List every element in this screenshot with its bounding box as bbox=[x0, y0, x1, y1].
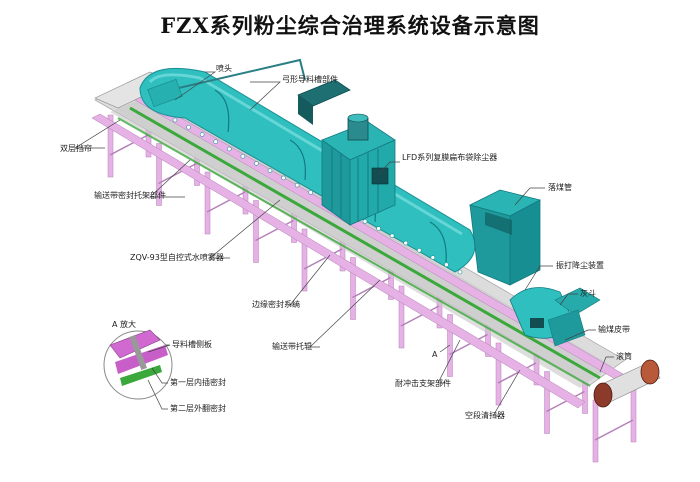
support-leg bbox=[592, 399, 599, 463]
diagram-title: FZX系列粉尘综合治理系统设备示意图 bbox=[160, 13, 540, 38]
clamp-bolt bbox=[457, 269, 463, 275]
label-water-sprayer: ZQV-93型自控式水喷雾器 bbox=[130, 252, 224, 262]
clamp-bolt bbox=[267, 168, 273, 173]
detail-label-chute-plate: 导料槽侧板 bbox=[172, 339, 212, 349]
support-leg bbox=[301, 228, 308, 292]
support-leg bbox=[350, 257, 356, 320]
leg-crossbar bbox=[400, 305, 440, 327]
clamp-bolt bbox=[362, 219, 368, 224]
label-empty-cleaner: 空段清扫器 bbox=[465, 410, 505, 420]
clamp-bolt bbox=[430, 255, 436, 260]
clamp-bolt bbox=[416, 247, 422, 253]
head-drum bbox=[593, 359, 661, 408]
leg-crossbar bbox=[594, 419, 634, 441]
leg-crossbar bbox=[546, 390, 585, 413]
leg-crossbar bbox=[303, 248, 343, 270]
leg-crossbar bbox=[158, 162, 197, 185]
label-belt-roller: 输送带托辊 bbox=[272, 341, 312, 351]
clamp-bolt bbox=[172, 117, 178, 123]
label-arched-chute: 弓形导料槽部件 bbox=[282, 74, 338, 84]
label-coal-belt: 输煤皮带 bbox=[598, 324, 630, 334]
support-leg bbox=[398, 285, 405, 349]
clamp-bolt bbox=[199, 132, 205, 137]
support-leg bbox=[204, 171, 211, 235]
support-leg bbox=[107, 114, 114, 178]
leg-crossbar bbox=[206, 191, 246, 213]
label-dust-collector: LFD系列复膜扁布袋除尘器 bbox=[402, 152, 497, 162]
label-belt-seal-frame: 输送带密封托架部件 bbox=[94, 190, 166, 200]
callout-labels: 喷头 弓形导料槽部件 双层挡帘 LFD系列复膜扁布袋除尘器 输送带密封托架部件 … bbox=[60, 63, 632, 420]
leg-crossbar bbox=[497, 362, 537, 384]
detail-label-inner-seal: 第一层内插密封 bbox=[170, 377, 226, 387]
leg-crossbar bbox=[109, 134, 149, 156]
clamp-bolt bbox=[294, 182, 300, 188]
leg-crossbar bbox=[255, 219, 294, 242]
detail-label-outer-seal: 第二层外翻密封 bbox=[170, 403, 226, 413]
support-leg bbox=[544, 371, 550, 434]
detail-inset-a bbox=[103, 329, 173, 400]
detail-title: A 放大 bbox=[112, 319, 136, 329]
dust-collector bbox=[297, 79, 396, 226]
conveyor-belt bbox=[91, 79, 631, 409]
clamp-bolt bbox=[226, 146, 232, 152]
leg-crossbar bbox=[449, 333, 488, 356]
vibration-dust-device bbox=[509, 287, 601, 347]
leader-lines bbox=[73, 71, 614, 417]
clamp-bolt bbox=[376, 226, 381, 231]
clamp-bolt bbox=[281, 175, 286, 181]
label-edge-seal: 边缘密封系统 bbox=[252, 299, 300, 309]
support-leg bbox=[253, 200, 259, 263]
label-beat-dust: 振打降尘装置 bbox=[556, 260, 604, 270]
clamp-bolt bbox=[186, 124, 191, 130]
coal-chute bbox=[468, 189, 542, 286]
label-ash-hopper: 灰斗 bbox=[580, 288, 596, 298]
clamp-bolt bbox=[444, 262, 449, 268]
clamp-bolt bbox=[308, 190, 314, 195]
label-a-mark: A bbox=[432, 350, 438, 359]
label-drum: 滚筒 bbox=[616, 351, 632, 361]
label-impact-frame: 耐冲击支架部件 bbox=[395, 378, 451, 388]
support-leg bbox=[495, 342, 502, 406]
leg-crossbar bbox=[352, 276, 391, 299]
spray-nozzle-pipe bbox=[147, 58, 306, 108]
support-leg bbox=[156, 143, 162, 206]
clamp-bolt bbox=[254, 161, 259, 166]
clamp-bolt bbox=[389, 233, 395, 239]
support-leg bbox=[447, 314, 453, 377]
label-double-curtain: 双层挡帘 bbox=[60, 143, 92, 153]
clamp-bolt bbox=[240, 153, 246, 159]
clamp-bolt bbox=[213, 139, 219, 145]
label-nozzle: 喷头 bbox=[216, 63, 232, 73]
label-coal-chute: 落煤管 bbox=[548, 182, 572, 192]
arched-chute bbox=[139, 67, 476, 275]
clamp-bolt bbox=[403, 240, 409, 246]
